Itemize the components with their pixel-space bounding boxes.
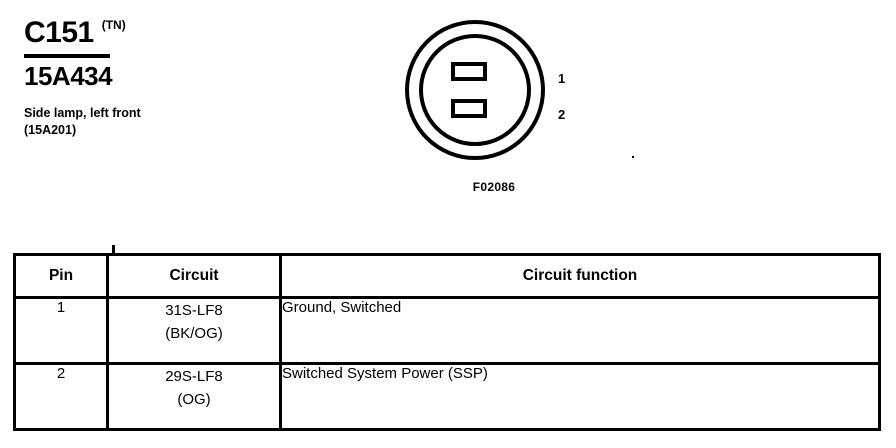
- pinout-table: Pin Circuit Circuit function 1 31S-LF8 (…: [13, 253, 881, 431]
- circuit-color: (BK/OG): [165, 325, 223, 343]
- connector-face-diagram: 1 2 F02086: [390, 14, 590, 214]
- pin-callout-2: 2: [558, 107, 566, 122]
- connector-outer-ring-icon: [405, 20, 545, 160]
- column-header-pin: Pin: [13, 253, 109, 299]
- cell-pin: 1: [13, 296, 109, 365]
- table-row: 1 31S-LF8 (BK/OG) Ground, Switched: [13, 296, 881, 365]
- terminal-slot-1-icon: [451, 62, 487, 81]
- cell-pin: 2: [13, 362, 109, 431]
- connector-description: Side lamp, left front (15A201): [24, 105, 364, 139]
- table-row: 2 29S-LF8 (OG) Switched System Power (SS…: [13, 362, 881, 431]
- cell-circuit: 29S-LF8 (OG): [106, 362, 282, 431]
- connector-code-row: C151 (TN): [24, 18, 364, 48]
- cell-circuit-function: Switched System Power (SSP): [279, 362, 881, 431]
- part-number: 15A434: [24, 61, 113, 91]
- connector-color-code: (TN): [101, 18, 126, 32]
- terminal-slot-2-icon: [451, 99, 487, 118]
- circuit-code: 31S-LF8: [165, 302, 223, 319]
- figure-reference-label: F02086: [472, 180, 516, 194]
- circuit-code: 29S-LF8: [165, 368, 223, 385]
- column-header-circuit-function: Circuit function: [279, 253, 881, 299]
- cell-circuit: 31S-LF8 (BK/OG): [106, 296, 282, 365]
- code-underline-rule: [24, 54, 110, 58]
- cell-circuit-function: Ground, Switched: [279, 296, 881, 365]
- column-header-circuit: Circuit: [106, 253, 282, 299]
- table-header-row: Pin Circuit Circuit function: [13, 253, 881, 299]
- connector-code: C151: [24, 16, 94, 49]
- connector-inner-ring-icon: [419, 34, 531, 146]
- circuit-color: (OG): [177, 391, 211, 409]
- scan-artifact-dot: [632, 156, 634, 158]
- description-line-1: Side lamp, left front: [24, 106, 141, 120]
- pin-callout-1: 1: [558, 71, 566, 86]
- connector-identification-block: C151 (TN) 15A434 Side lamp, left front (…: [24, 18, 364, 139]
- scan-artifact-tick: [112, 245, 115, 253]
- description-line-2: (15A201): [24, 122, 77, 137]
